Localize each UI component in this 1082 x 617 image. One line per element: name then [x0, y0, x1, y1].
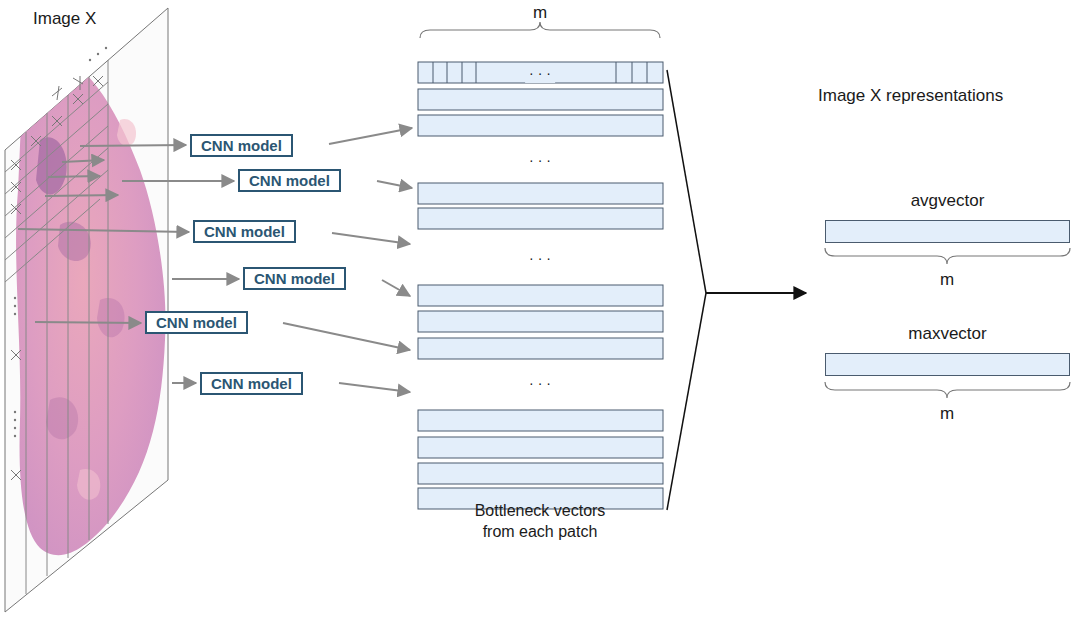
- slide-image: [5, 8, 168, 612]
- output-arrows: [283, 128, 412, 392]
- ellipsis: · · ·: [529, 373, 551, 393]
- patch-arrows: [18, 145, 239, 383]
- ellipsis: · · ·: [525, 63, 555, 83]
- ellipsis: · · ·: [529, 150, 551, 170]
- representation-vector: maxvector: [825, 353, 1070, 376]
- ellipsis: · · ·: [529, 248, 551, 268]
- box-label: CNN model: [204, 223, 285, 240]
- dimension-label: m: [940, 404, 954, 424]
- bottleneck-vectors: [418, 62, 663, 509]
- braces: [420, 22, 1070, 398]
- box-label: CNN model: [156, 314, 237, 331]
- column-caption: Bottleneck vectors from each patch: [458, 500, 623, 542]
- cnn-model-box: CNN model: [238, 169, 341, 192]
- representation-vector: avgvector: [825, 220, 1070, 243]
- vector-name: maxvector: [908, 324, 986, 344]
- box-label: CNN model: [249, 172, 330, 189]
- cnn-model-box: CNN model: [145, 311, 248, 334]
- cnn-model-box: CNN model: [243, 267, 346, 290]
- box-label: CNN model: [211, 375, 292, 392]
- aggregation-bracket: [667, 70, 806, 510]
- box-label: CNN model: [201, 137, 282, 154]
- cnn-model-box: CNN model: [190, 134, 293, 157]
- vector-name: avgvector: [911, 191, 985, 211]
- dimension-label: m: [940, 270, 954, 290]
- representations-title: Image X representations: [818, 86, 1003, 106]
- vector-cells: [433, 62, 647, 83]
- box-label: CNN model: [254, 270, 335, 287]
- cnn-model-box: CNN model: [193, 220, 296, 243]
- cnn-model-box: CNN model: [200, 372, 303, 395]
- dimension-label: m: [533, 3, 547, 23]
- image-title: Image X: [33, 9, 96, 29]
